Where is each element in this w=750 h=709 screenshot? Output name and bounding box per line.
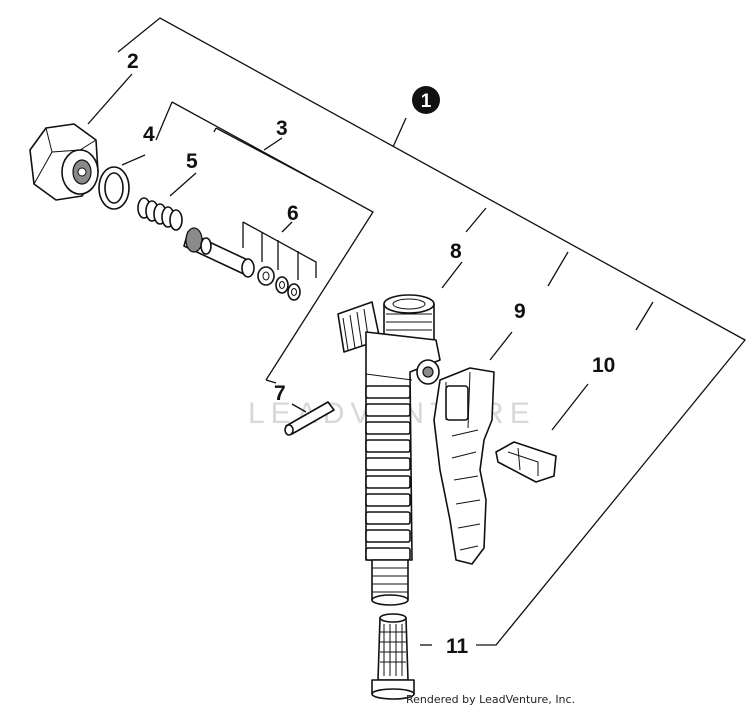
label-part-2: 2 [127, 50, 139, 73]
label-part-4: 4 [143, 123, 155, 146]
label-part-9: 9 [514, 300, 526, 323]
label-part-5: 5 [186, 150, 198, 173]
valve-body [337, 294, 441, 606]
lock-clip [495, 441, 557, 483]
o-ring [98, 166, 130, 210]
trigger-handle [433, 367, 495, 565]
pivot-pin [284, 401, 335, 436]
render-credit: Rendered by LeadVenture, Inc. [406, 693, 575, 706]
assembly-callout: 1 [412, 86, 440, 114]
filter-screen [371, 613, 415, 700]
label-part-7: 7 [274, 382, 286, 405]
spring [137, 197, 183, 231]
leader-lines [87, 17, 746, 646]
coupling-nut [29, 123, 99, 201]
washers [257, 266, 301, 301]
label-part-6: 6 [287, 202, 299, 225]
label-part-3: 3 [276, 117, 288, 140]
label-part-8: 8 [450, 240, 462, 263]
assembly-callout-number: 1 [421, 91, 432, 112]
valve-stem [183, 227, 255, 278]
label-part-10: 10 [592, 354, 615, 377]
label-part-11: 11 [446, 635, 469, 658]
